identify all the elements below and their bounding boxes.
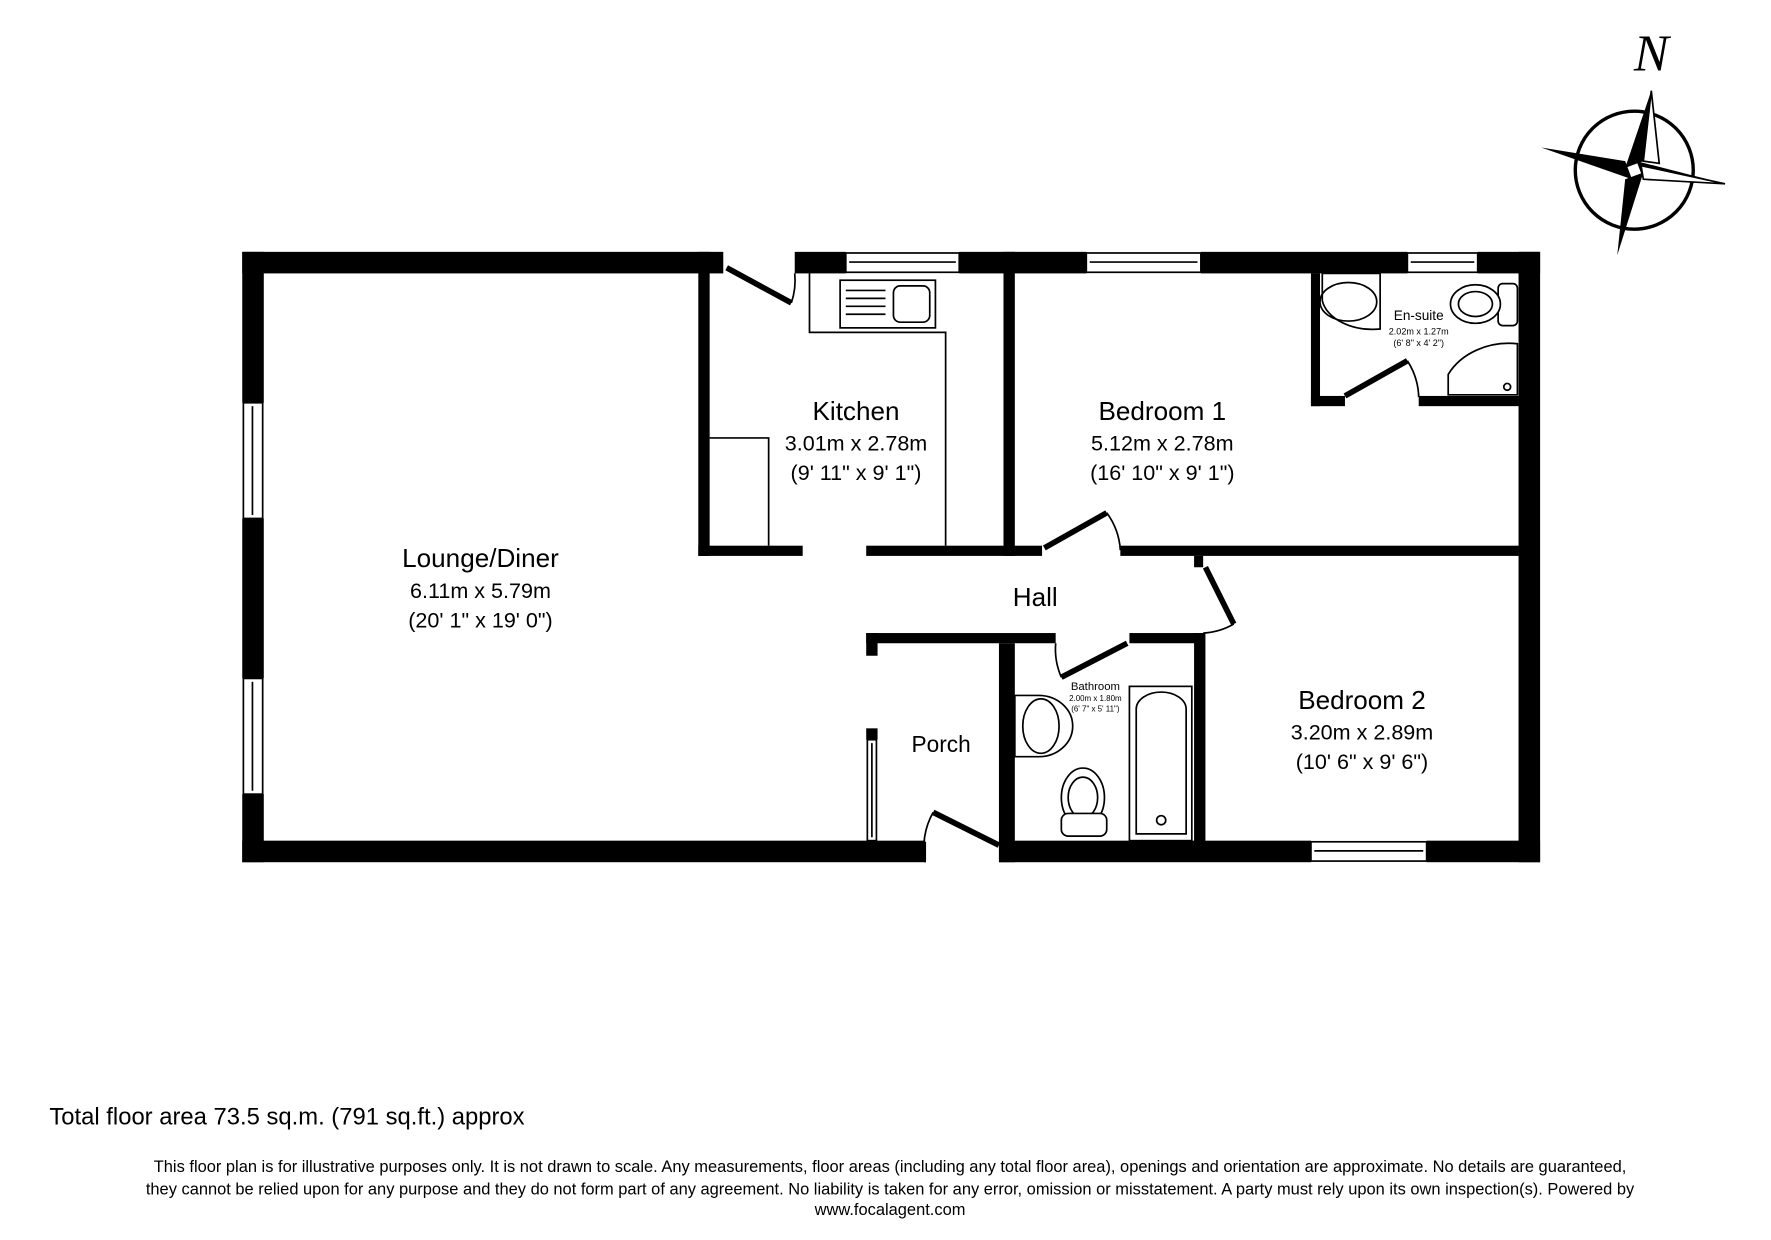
walls	[242, 251, 1541, 863]
bedroom2-imperial: (10' 6" x 9' 6")	[1296, 749, 1429, 774]
powered-by-link[interactable]: www.focalagent.com	[814, 1201, 966, 1219]
disclaimer-line-2: they cannot be relied upon for any purpo…	[146, 1181, 1635, 1199]
bathroom-metric: 2.00m x 1.80m	[1069, 694, 1122, 703]
kitchen-name: Kitchen	[813, 396, 900, 426]
bedroom1-imperial: (16' 10" x 9' 1")	[1090, 460, 1234, 485]
fixtures	[709, 272, 1519, 842]
room-labels: Lounge/Diner 6.11m x 5.79m (20' 1" x 19'…	[402, 308, 1448, 774]
ensuite-imperial: (6' 8" x 4' 2")	[1393, 338, 1444, 348]
kitchen-metric: 3.01m x 2.78m	[785, 430, 928, 455]
bedroom1-metric: 5.12m x 2.78m	[1091, 430, 1234, 455]
doors	[725, 265, 1420, 863]
total-floor-area: Total floor area 73.5 sq.m. (791 sq.ft.)…	[49, 1103, 524, 1130]
bedroom1-name: Bedroom 1	[1099, 396, 1227, 426]
footer: Total floor area 73.5 sq.m. (791 sq.ft.)…	[49, 1103, 1635, 1219]
north-label: N	[1633, 25, 1672, 82]
lounge-metric: 6.11m x 5.79m	[410, 578, 551, 603]
lounge-imperial: (20' 1" x 19' 0")	[408, 607, 553, 632]
kitchen-imperial: (9' 11" x 9' 1")	[791, 460, 922, 485]
lounge-name: Lounge/Diner	[402, 543, 559, 573]
windows	[242, 252, 1479, 862]
bedroom2-name: Bedroom 2	[1298, 685, 1426, 715]
bathroom-name: Bathroom	[1071, 681, 1120, 693]
compass-icon: N	[1541, 25, 1726, 256]
hall-name: Hall	[1013, 582, 1058, 612]
bathroom-imperial: (6' 7" x 5' 11")	[1071, 704, 1120, 713]
bedroom2-metric: 3.20m x 2.89m	[1291, 720, 1434, 745]
disclaimer-line-1: This floor plan is for illustrative purp…	[154, 1158, 1627, 1176]
porch-name: Porch	[911, 731, 970, 757]
ensuite-metric: 2.02m x 1.27m	[1389, 327, 1449, 337]
ensuite-name: En-suite	[1394, 308, 1444, 323]
